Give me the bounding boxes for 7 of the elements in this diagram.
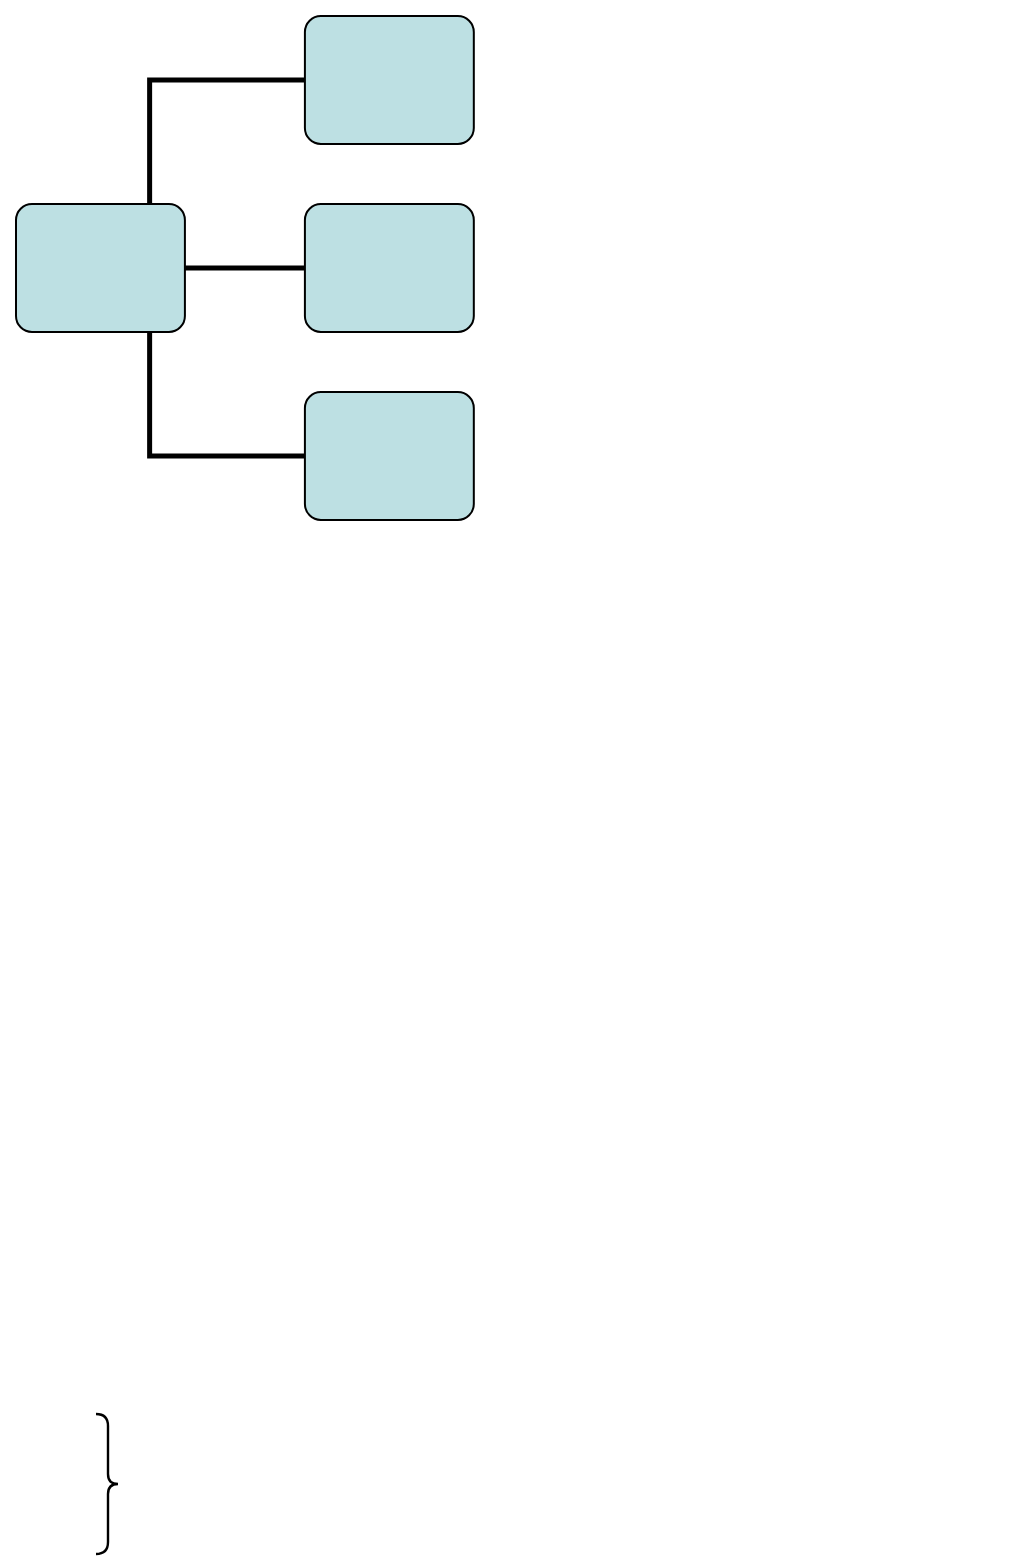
node-box [303, 391, 475, 521]
node-box [303, 15, 475, 145]
connector [147, 332, 305, 459]
node-box [303, 203, 475, 333]
node-box [15, 203, 186, 333]
connector [147, 77, 305, 204]
connector [182, 265, 305, 271]
